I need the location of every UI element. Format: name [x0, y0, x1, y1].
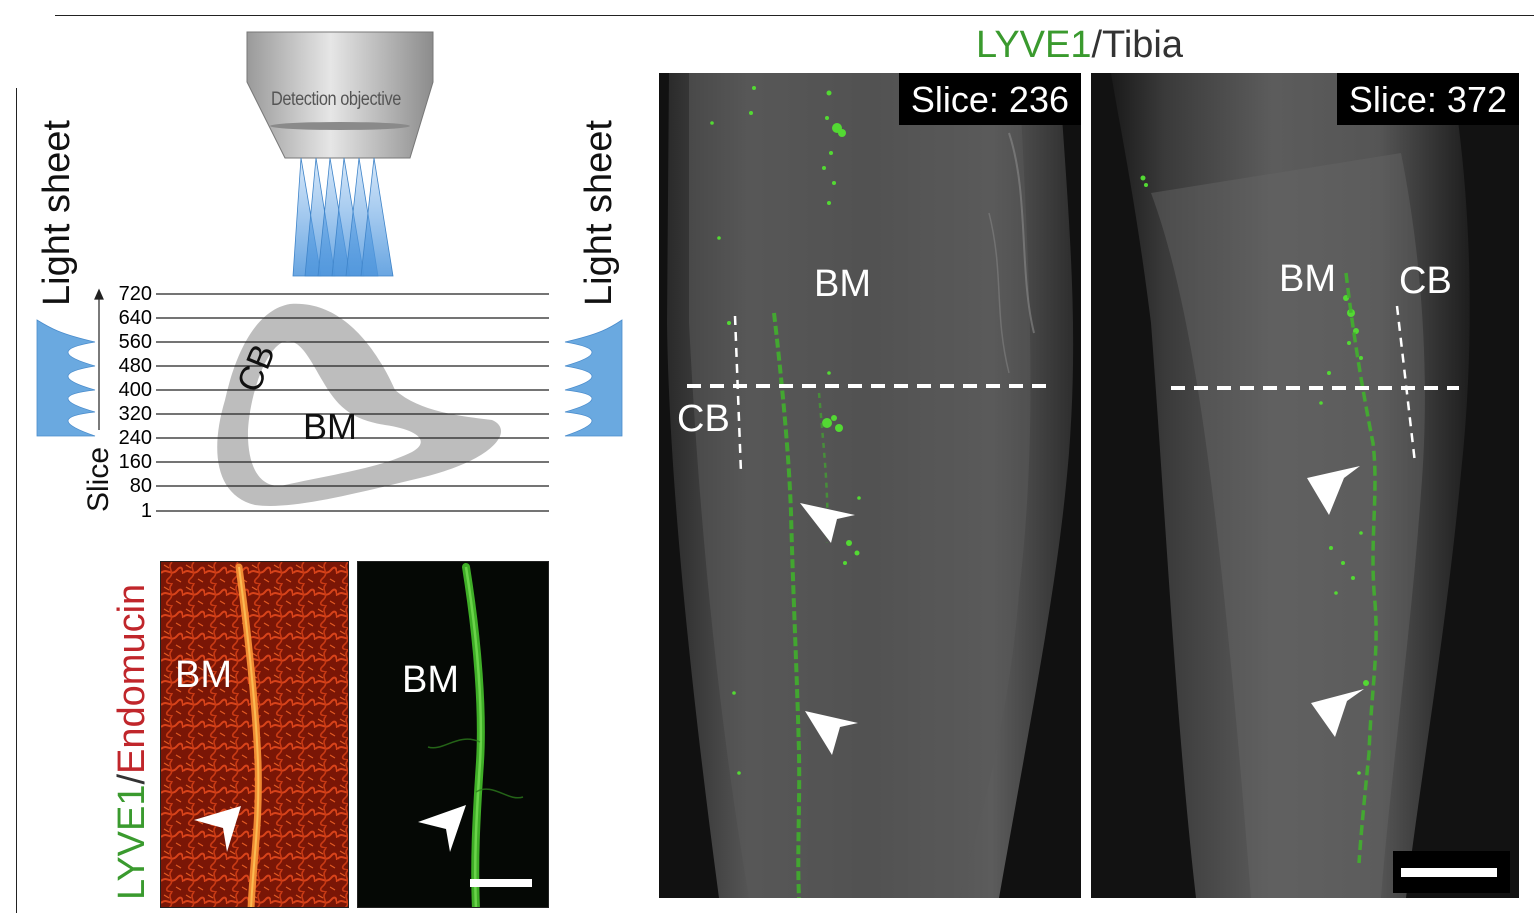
slice-tick-label: 240 [118, 427, 152, 449]
schematic-drawing [36, 31, 623, 512]
inset-lyve1-image [358, 562, 548, 907]
left-rule [16, 88, 17, 913]
stain-separator: / [111, 773, 153, 785]
objective-label: Detection objective [271, 89, 401, 110]
light-sheet-right-label: Light sheet [578, 120, 620, 306]
inset-bm-label: BM [402, 659, 459, 701]
slice-axis-label: Slice [82, 446, 115, 512]
inset-endomucin-image [161, 562, 348, 907]
slice-tick-label: 320 [118, 403, 152, 425]
panel-bm-label: BM [814, 263, 871, 305]
panel-slice-236: Slice: 236 BM CB [659, 73, 1081, 898]
inset-lyve1: BM [357, 561, 549, 908]
lymphatic-vessel-signal [710, 86, 861, 775]
title-separator: / [1091, 24, 1103, 66]
inset-endomucin: BM [160, 561, 349, 908]
schematic: Detection objective 720 640 560 480 400 … [0, 0, 650, 540]
arrowhead-icon [1307, 466, 1360, 515]
title-tissue: Tibia [1102, 24, 1184, 66]
arrowhead-icon [194, 806, 241, 852]
stain-label: LYVE1/Endomucin [111, 584, 154, 900]
slice-tick-label: 640 [118, 307, 152, 329]
panel-slice-372: Slice: 372 BM CB [1091, 73, 1519, 898]
lymphatic-vessel-signal [1140, 175, 1369, 775]
arrowhead-icon [800, 503, 855, 543]
light-sheet-right-icon [564, 319, 623, 437]
panel-slice-372-image [1091, 73, 1519, 898]
panel-bm-label: BM [1279, 258, 1336, 300]
stain-counterstain: Endomucin [111, 583, 153, 774]
light-sheet-left-label: Light sheet [36, 120, 78, 306]
figure-title: LYVE1/Tibia [976, 24, 1183, 67]
slice-tick-label: 480 [118, 355, 152, 377]
bone-cross-section [217, 303, 502, 506]
panel-cb-label: CB [677, 398, 730, 440]
panel-cb-label: CB [1399, 260, 1452, 302]
inset-bm-label: BM [175, 654, 232, 696]
top-rule [55, 15, 1534, 16]
emission-cones-icon [292, 157, 394, 277]
slice-lines [156, 293, 549, 512]
stain-marker: LYVE1 [111, 784, 153, 900]
title-marker: LYVE1 [976, 24, 1092, 66]
slice-tick-label: 1 [140, 500, 152, 522]
slice-badge: Slice: 372 [1336, 73, 1519, 125]
arrowhead-icon [1311, 689, 1364, 737]
scale-bar [470, 879, 532, 887]
slice-tick-label: 400 [118, 379, 152, 401]
arrowhead-icon [418, 805, 466, 852]
slice-tick-label: 560 [118, 331, 152, 353]
slice-tick-label: 80 [129, 475, 152, 497]
light-sheet-left-icon [36, 319, 96, 437]
scale-bar [1401, 868, 1497, 877]
slice-tick-label: 720 [118, 283, 152, 305]
bone-label-bm: BM [303, 406, 357, 447]
detection-objective-icon [246, 31, 434, 159]
slice-badge: Slice: 236 [898, 73, 1081, 125]
arrowhead-icon [805, 711, 858, 755]
panel-slice-236-image [659, 73, 1081, 898]
slice-axis-arrow-icon [94, 288, 104, 430]
slice-tick-label: 160 [118, 451, 152, 473]
